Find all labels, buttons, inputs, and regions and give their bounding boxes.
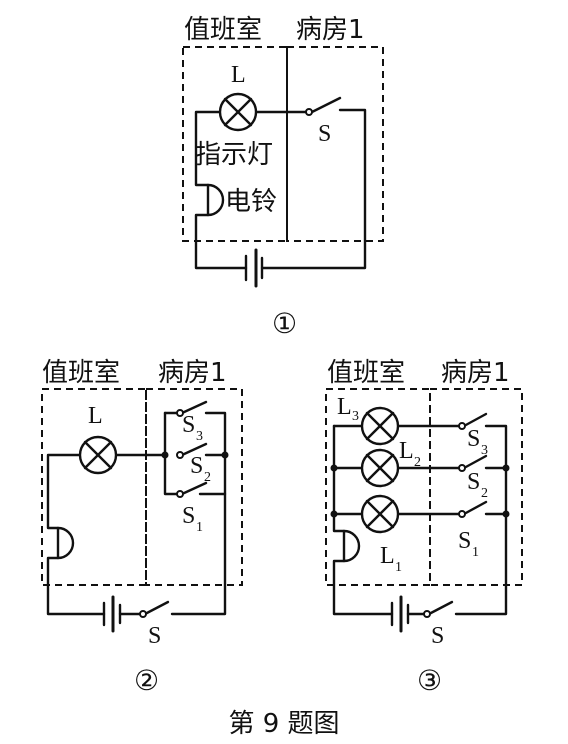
svg-text:L: L — [380, 543, 395, 569]
bell-label: 电铃 — [225, 187, 277, 217]
svg-text:L: L — [337, 394, 352, 420]
ward-label: 病房1 — [296, 15, 365, 45]
svg-text:2: 2 — [204, 470, 211, 485]
duty-room-label: 值班室 — [42, 358, 120, 388]
svg-text:L: L — [399, 438, 414, 464]
switch-s1-terminal — [176, 490, 184, 498]
electric-bell — [206, 183, 225, 217]
switch-s2-terminal — [458, 464, 466, 472]
switch-s2-label: S 2 — [467, 469, 488, 501]
lamp-l2-label: L 2 — [399, 438, 421, 470]
lamp-l-label: L — [88, 403, 103, 429]
lamp-l-label: L — [231, 62, 246, 88]
junction-dot — [161, 451, 169, 459]
switch-s3-label: S 3 — [467, 426, 488, 458]
lamp-l1 — [360, 494, 400, 534]
battery — [390, 595, 410, 633]
switch-s-label: S — [148, 623, 161, 649]
svg-text:3: 3 — [196, 429, 203, 444]
indicator-lamp-l — [218, 92, 258, 132]
switch-s1-label: S 1 — [458, 528, 479, 560]
lamp-l1-label: L 1 — [380, 543, 402, 575]
battery — [244, 248, 264, 288]
svg-text:S: S — [467, 469, 480, 495]
electric-bell — [56, 526, 75, 560]
svg-text:2: 2 — [414, 455, 421, 470]
switch-s-terminal — [423, 610, 431, 618]
svg-text:S: S — [182, 412, 195, 438]
svg-text:1: 1 — [196, 520, 203, 535]
circuit-3-number: ③ — [417, 666, 442, 697]
duty-room-label: 值班室 — [184, 15, 262, 45]
switch-s-label: S — [431, 623, 444, 649]
ward-label: 病房1 — [441, 358, 510, 388]
duty-room-label: 值班室 — [327, 358, 405, 388]
junction-dot — [330, 464, 338, 472]
electric-bell — [342, 529, 361, 563]
circuit-2: 值班室 病房1 — [41, 358, 243, 697]
circuit-2-number: ② — [134, 666, 159, 697]
switch-s-terminal — [139, 610, 147, 618]
svg-text:S: S — [182, 503, 195, 529]
circuit-2-wires — [46, 400, 227, 616]
svg-text:1: 1 — [395, 560, 402, 575]
circuit-3-wires — [332, 412, 508, 616]
lamp-l — [78, 435, 118, 475]
duty-room-box — [325, 388, 431, 586]
lamp-l3-label: L 3 — [337, 394, 359, 424]
switch-s-terminal — [305, 108, 313, 116]
switch-s3-terminal — [176, 409, 184, 417]
circuit-1-wires — [194, 96, 367, 270]
switch-s2-label: S 2 — [190, 453, 211, 485]
circuit-1-number: ① — [272, 309, 297, 340]
battery — [102, 595, 122, 633]
junction-dot — [502, 464, 510, 472]
figure-caption: 第 9 题图 — [228, 709, 339, 739]
svg-text:S: S — [467, 426, 480, 452]
duty-room-box — [41, 388, 147, 586]
svg-text:S: S — [190, 453, 203, 479]
ward-label: 病房1 — [158, 358, 227, 388]
switch-s3-label: S 3 — [182, 412, 203, 444]
circuit-1: 值班室 病房1 L 指示灯 电铃 S ① — [182, 15, 384, 340]
switch-s1-label: S 1 — [182, 503, 203, 535]
svg-text:S: S — [458, 528, 471, 554]
duty-room-box — [182, 46, 288, 242]
switch-s2-terminal — [176, 451, 184, 459]
junction-dot — [221, 451, 229, 459]
switch-s-label: S — [318, 121, 331, 147]
junction-dot — [502, 510, 510, 518]
ward-box — [286, 46, 384, 242]
indicator-lamp-label: 指示灯 — [195, 140, 273, 170]
junction-dot — [330, 510, 338, 518]
lamp-l2 — [360, 448, 400, 488]
svg-text:3: 3 — [352, 409, 359, 424]
circuit-3: 值班室 病房1 — [325, 358, 523, 697]
svg-text:1: 1 — [472, 545, 479, 560]
svg-text:3: 3 — [481, 443, 488, 458]
switch-s3-terminal — [458, 422, 466, 430]
svg-text:2: 2 — [481, 486, 488, 501]
switch-s1-terminal — [458, 510, 466, 518]
ward-box — [145, 388, 243, 586]
lamp-l3 — [360, 406, 400, 446]
